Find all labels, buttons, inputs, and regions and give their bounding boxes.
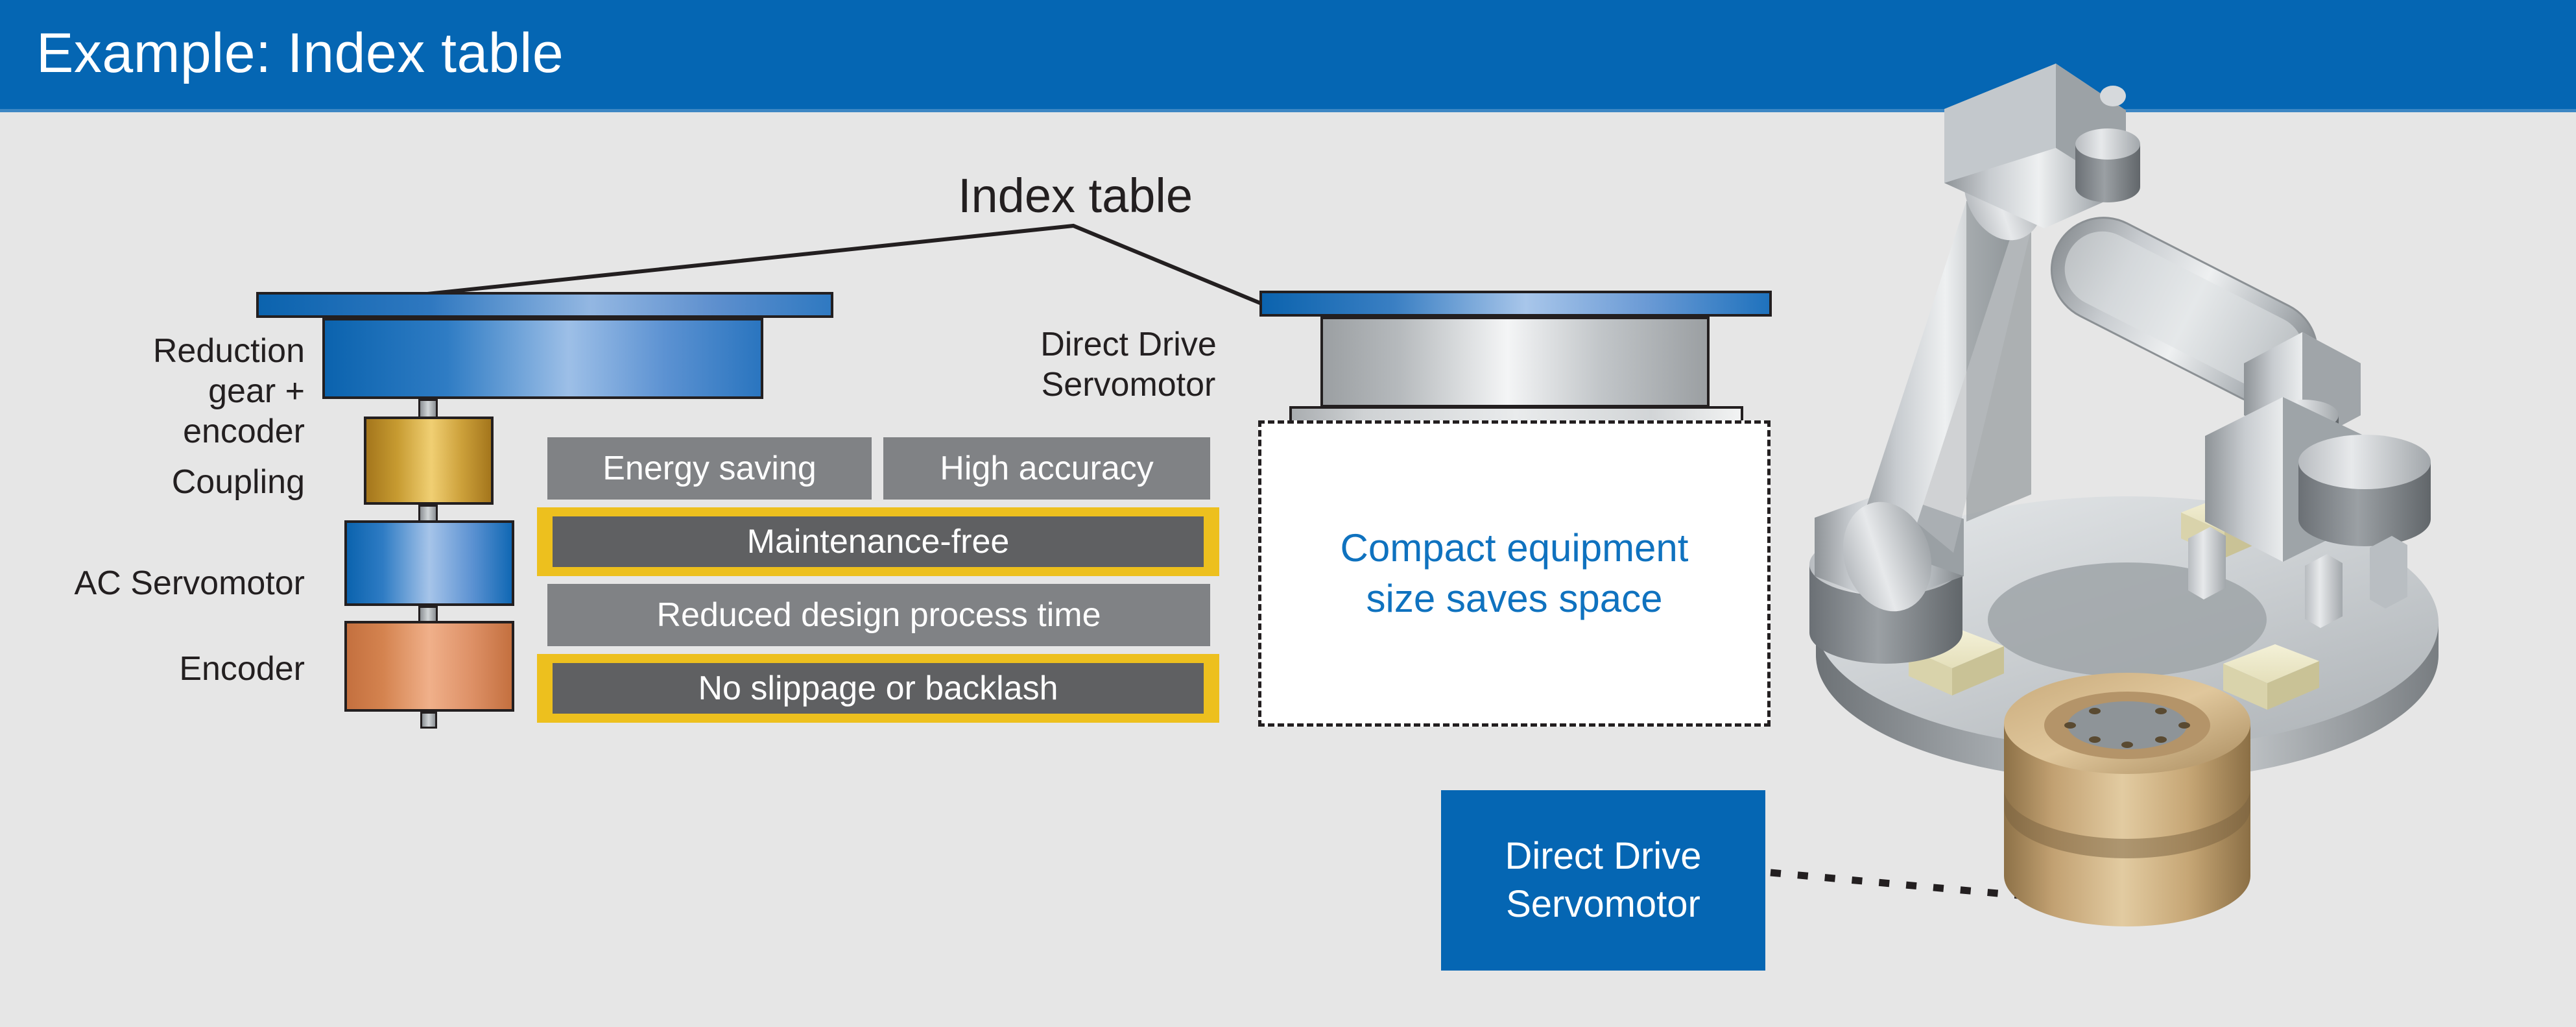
- feature-label: Reduced design process time: [656, 596, 1101, 634]
- ac-servomotor-part: [344, 520, 514, 606]
- compact-equipment-note: Compact equipment size saves space: [1340, 526, 1689, 620]
- feature-bar-maintenance-free[interactable]: Maintenance-free: [537, 507, 1219, 576]
- robot-arm: [1809, 64, 2431, 664]
- feature-label: Energy saving: [602, 450, 817, 487]
- feature-label: High accuracy: [940, 450, 1154, 487]
- label-direct-drive-servomotor: Direct Drive Servomotor: [1040, 326, 1217, 404]
- direct-drive-motor-illustration: [2004, 673, 2250, 926]
- feature-bar-inner: No slippage or backlash: [553, 663, 1204, 714]
- encoder-part: [344, 621, 514, 712]
- feature-bar-inner: Maintenance-free: [553, 516, 1204, 567]
- label-coupling: Coupling: [171, 463, 305, 501]
- direct-drive-servomotor-callout[interactable]: Direct Drive Servomotor: [1441, 790, 1765, 971]
- feature-label: Maintenance-free: [746, 523, 1010, 561]
- title-bar-underline: [0, 109, 2576, 112]
- label-encoder: Encoder: [179, 650, 305, 688]
- page-title: Example: Index table: [36, 22, 564, 84]
- reduction-gear-housing: [322, 318, 763, 399]
- feature-bar-no-slippage-or-backlash[interactable]: No slippage or backlash: [537, 654, 1219, 723]
- compact-equipment-note-box: Compact equipment size saves space: [1258, 420, 1771, 727]
- feature-bar-high-accuracy[interactable]: High accuracy: [883, 437, 1210, 500]
- feature-bar-energy-saving[interactable]: Energy saving: [547, 437, 872, 500]
- right-index-table-plate: [1259, 291, 1772, 317]
- workpiece-right: [2223, 644, 2319, 710]
- direct-drive-motor-body: [1320, 317, 1710, 407]
- robot-arm-illustration: [1790, 0, 2576, 926]
- coupling-part: [364, 417, 494, 505]
- label-ac-servomotor: AC Servomotor: [74, 564, 305, 602]
- feature-label: No slippage or backlash: [698, 670, 1058, 707]
- shaft-segment-4: [420, 712, 437, 729]
- left-index-table-plate: [256, 292, 833, 318]
- feature-bar-reduced-design-process-time[interactable]: Reduced design process time: [547, 584, 1210, 646]
- label-reduction-gear-encoder: Reduction gear + encoder: [152, 332, 305, 450]
- index-table-caption: Index table: [957, 169, 1193, 223]
- callout-label: Direct Drive Servomotor: [1505, 835, 1702, 925]
- illustration-title-backdrop: [1790, 0, 2576, 109]
